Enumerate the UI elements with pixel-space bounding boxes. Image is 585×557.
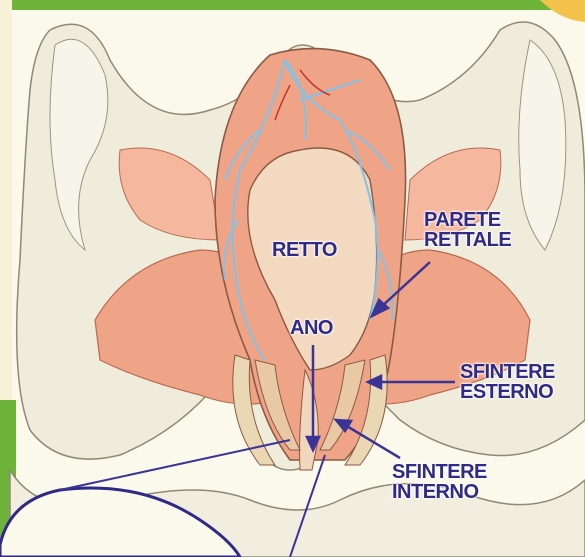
label-interno-line1: SFINTERE: [392, 462, 487, 482]
top-frame-strip: [0, 0, 585, 10]
label-ano: ANO: [290, 318, 333, 338]
label-parete-line1: PARETE: [424, 210, 511, 230]
label-esterno-line1: SFINTERE: [460, 362, 555, 382]
label-interno-line2: INTERNO: [392, 482, 487, 502]
label-sfintere-interno: SFINTERE INTERNO: [392, 462, 487, 502]
label-parete-line2: RETTALE: [424, 230, 511, 250]
label-parete-rettale: PARETE RETTALE: [424, 210, 511, 250]
label-retto: RETTO: [272, 240, 337, 260]
label-esterno-line2: ESTERNO: [460, 382, 555, 402]
label-sfintere-esterno: SFINTERE ESTERNO: [460, 362, 555, 402]
